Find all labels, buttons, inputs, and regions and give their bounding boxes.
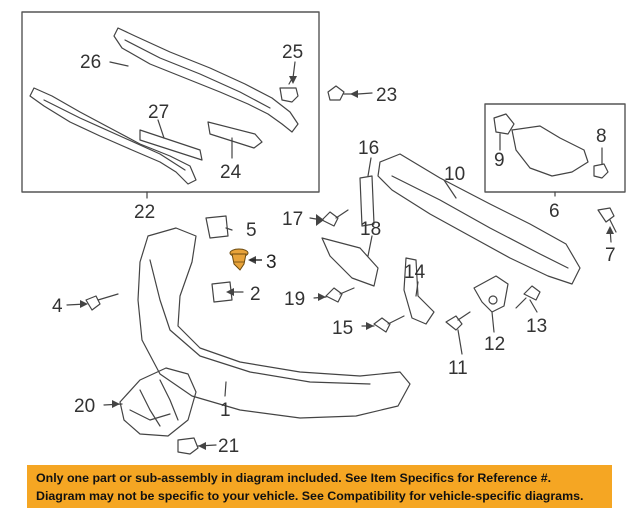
part-11-screw	[445, 315, 463, 331]
part-5-clip	[205, 215, 229, 239]
inset-box-22	[21, 11, 320, 193]
part-26-upper-trim	[113, 27, 299, 133]
callout-13: 13	[526, 316, 547, 337]
callout-11: 11	[448, 358, 468, 379]
callout-26: 26	[80, 52, 101, 73]
part-20-guard	[119, 367, 197, 437]
part-2-retainer	[211, 281, 233, 303]
part-24-reflector	[207, 121, 263, 149]
callout-2: 2	[250, 284, 261, 305]
callout-8: 8	[596, 126, 607, 147]
callout-18: 18	[360, 219, 381, 240]
callout-12: 12	[484, 334, 505, 355]
inset-box-6	[484, 103, 626, 193]
callout-20: 20	[74, 396, 95, 417]
part-9-clip	[493, 113, 515, 135]
part-13-bolt	[523, 285, 541, 301]
part-19-bolt	[325, 287, 343, 303]
part-27-garnish	[139, 129, 203, 161]
part-15-bolt	[373, 317, 391, 333]
callout-14: 14	[404, 262, 426, 283]
callout-22: 22	[134, 202, 155, 223]
callout-25: 25	[282, 42, 303, 63]
callout-3: 3	[266, 252, 277, 273]
callout-15: 15	[332, 318, 353, 339]
callout-21: 21	[218, 436, 239, 457]
callout-16: 16	[358, 138, 379, 159]
callout-23: 23	[376, 85, 397, 106]
callout-24: 24	[220, 162, 242, 183]
callout-4: 4	[52, 296, 63, 317]
part-10-reinforcement-beam	[377, 153, 581, 285]
disclaimer-banner: Only one part or sub-assembly in diagram…	[27, 465, 612, 508]
part-25-clip	[279, 87, 299, 103]
callout-19: 19	[284, 289, 305, 310]
callout-7: 7	[605, 245, 616, 266]
callout-5: 5	[246, 220, 257, 241]
part-12-bracket	[473, 275, 509, 313]
part-8-nut	[593, 163, 609, 179]
disclaimer-line-1: Only one part or sub-assembly in diagram…	[36, 471, 552, 485]
part-16-bracket	[359, 175, 375, 227]
callout-10: 10	[444, 164, 465, 185]
part-6-bracket	[511, 125, 589, 177]
callout-9: 9	[494, 150, 505, 171]
part-22-lower-trim	[29, 87, 197, 185]
part-14-bracket	[403, 257, 435, 325]
disclaimer-line-2: Diagram may not be specific to your vehi…	[36, 489, 584, 503]
part-3-push-clip-highlighted	[229, 248, 262, 271]
callout-17: 17	[282, 209, 303, 230]
part-17-bolt	[321, 211, 339, 227]
part-1-bumper-cover	[137, 227, 411, 419]
part-4-screw	[85, 295, 101, 311]
part-18-side-bracket	[321, 237, 379, 287]
callout-6: 6	[549, 201, 560, 222]
part-21-nut	[177, 437, 199, 455]
part-7-screw	[597, 207, 615, 223]
callout-1: 1	[220, 400, 231, 421]
callout-27: 27	[148, 102, 169, 123]
part-23-screw	[327, 85, 345, 101]
